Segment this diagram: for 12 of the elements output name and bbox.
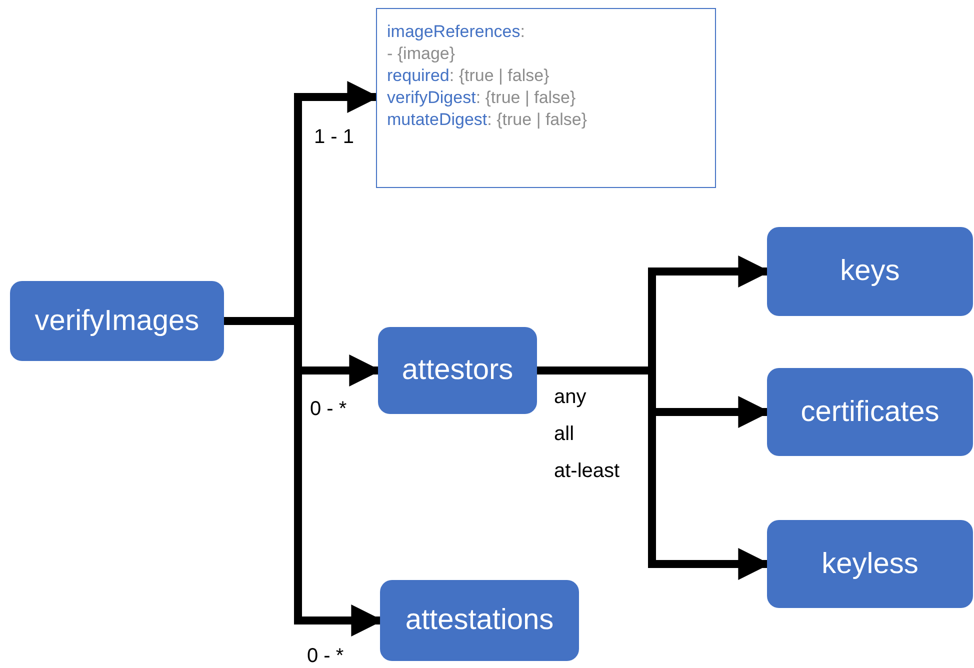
process-box: certificates — [767, 368, 973, 456]
process-box: verifyImages — [10, 281, 224, 361]
process-box: attestors — [378, 327, 537, 414]
spec-line: required: {true | false} — [387, 65, 550, 87]
process-box: keyless — [767, 520, 973, 608]
spec-line: verifyDigest: {true | false} — [387, 87, 577, 109]
spec-box — [376, 8, 716, 188]
process-box: attestations — [380, 580, 579, 661]
spec-line: imageReferences: — [387, 21, 526, 43]
spec-line: - {image} — [387, 43, 456, 65]
process-box: keys — [767, 227, 973, 316]
spec-line: mutateDigest: {true | false} — [387, 109, 588, 131]
